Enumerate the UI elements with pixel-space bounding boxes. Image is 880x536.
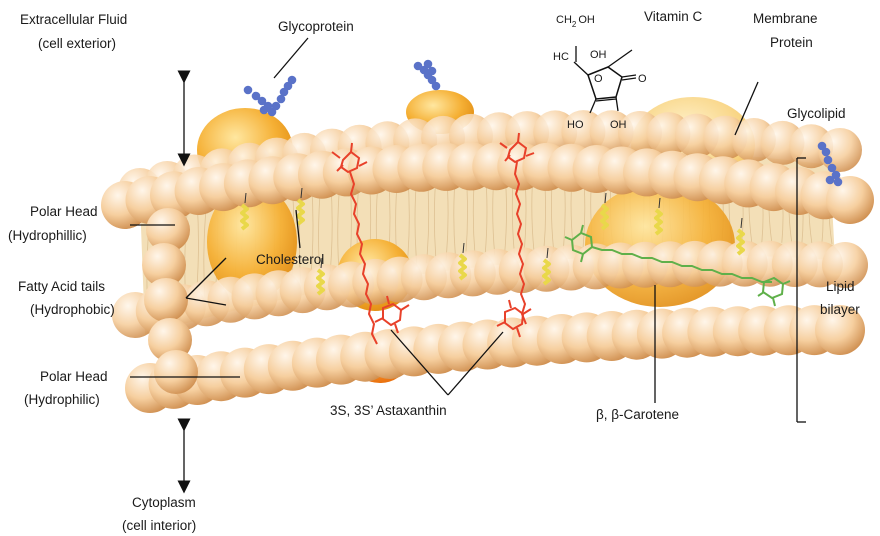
label-cytoplasm-1: Cytoplasm	[132, 495, 196, 510]
label-extracellular-2: (cell exterior)	[38, 36, 116, 51]
label-vitamin-c: Vitamin C	[644, 9, 703, 24]
label-membrane-2: Protein	[770, 35, 813, 50]
glycan-chain	[414, 60, 441, 91]
phospholipid-head	[144, 278, 188, 322]
phospholipid-head	[154, 350, 198, 394]
vitc-carbonyl-o: O	[638, 73, 647, 85]
label-glycoprotein: Glycoprotein	[278, 19, 354, 34]
vitc-hc: HC	[553, 51, 569, 63]
label-astaxanthin: 3S, 3S’ Astaxanthin	[330, 403, 447, 418]
label-polar-head-top-1: Polar Head	[30, 204, 98, 219]
label-polar-head-bottom-1: Polar Head	[40, 369, 108, 384]
label-carotene: β, β-Carotene	[596, 407, 679, 422]
vitc-ring-o: O	[594, 73, 603, 85]
label-fatty-acid-1: Fatty Acid tails	[18, 279, 105, 294]
label-polar-head-top-2: (Hydrophillic)	[8, 228, 87, 243]
label-cholesterol: Cholesterol	[256, 252, 324, 267]
label-glycolipid: Glycolipid	[787, 106, 846, 121]
label-fatty-acid-2: (Hydrophobic)	[30, 302, 115, 317]
label-lipid-1: Lipid	[826, 279, 855, 294]
label-membrane-1: Membrane	[753, 11, 818, 26]
label-polar-head-bottom-2: (Hydrophilic)	[24, 392, 100, 407]
label-lipid-2: bilayer	[820, 302, 860, 317]
label-cytoplasm-2: (cell interior)	[122, 518, 196, 533]
label-extracellular-1: Extracellular Fluid	[20, 12, 127, 27]
phospholipid-head	[826, 176, 874, 224]
vitc-ho: HO	[567, 119, 584, 131]
vitc-oh-side: OH	[590, 49, 607, 61]
vitc-oh-right: OH	[610, 119, 627, 131]
